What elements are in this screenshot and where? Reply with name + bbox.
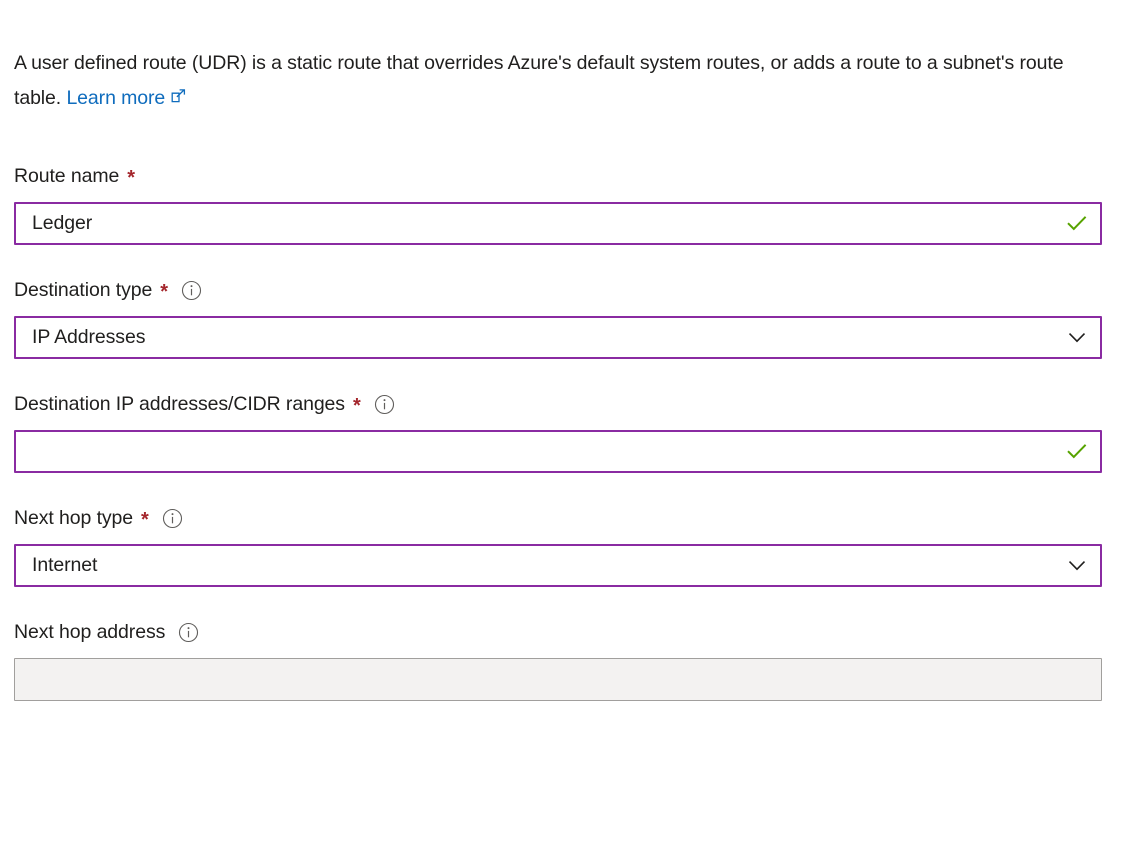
field-destination-ip-addresses: Destination IP addresses/CIDR ranges *: [14, 392, 1108, 473]
description-text: A user defined route (UDR) is a static r…: [14, 51, 1064, 109]
label-destination-type: Destination type *: [14, 278, 1108, 302]
required-asterisk: *: [127, 166, 135, 189]
info-icon[interactable]: [162, 508, 183, 529]
route-name-control[interactable]: [14, 201, 1102, 245]
label-text: Destination IP addresses/CIDR ranges: [14, 392, 345, 415]
label-destination-ip-addresses: Destination IP addresses/CIDR ranges *: [14, 392, 1108, 416]
next-hop-type-select[interactable]: [14, 543, 1102, 587]
destination-ip-addresses-control[interactable]: [14, 429, 1102, 473]
field-next-hop-type: Next hop type *: [14, 506, 1108, 587]
destination-ip-addresses-input[interactable]: [32, 439, 1054, 463]
valid-check-icon: [1054, 432, 1100, 471]
add-route-blade: A user defined route (UDR) is a static r…: [0, 20, 1122, 846]
valid-check-icon: [1054, 204, 1100, 243]
label-text: Next hop type: [14, 506, 134, 529]
label-text: Route name: [14, 164, 120, 187]
label-next-hop-type: Next hop type *: [14, 506, 1108, 530]
route-name-input[interactable]: [32, 211, 1054, 235]
chevron-down-icon[interactable]: [1054, 318, 1100, 357]
destination-type-select[interactable]: [14, 315, 1102, 359]
required-asterisk: *: [352, 394, 361, 417]
info-icon[interactable]: [178, 622, 199, 643]
chevron-down-icon[interactable]: [1054, 546, 1100, 585]
required-asterisk: *: [141, 508, 149, 531]
info-icon[interactable]: [374, 394, 395, 415]
next-hop-type-value[interactable]: [32, 553, 1054, 577]
label-text: Destination type: [14, 278, 153, 301]
next-hop-address-input: [31, 667, 1101, 691]
required-asterisk: *: [160, 280, 168, 303]
route-form: Route name * Destination type *: [14, 164, 1108, 701]
learn-more-link[interactable]: Learn more: [66, 87, 187, 109]
field-destination-type: Destination type *: [14, 278, 1108, 359]
label-text: Next hop address: [14, 620, 166, 643]
label-next-hop-address: Next hop address: [14, 620, 1108, 644]
blade-description: A user defined route (UDR) is a static r…: [14, 20, 1079, 117]
label-route-name: Route name *: [14, 164, 1108, 188]
destination-type-value[interactable]: [32, 325, 1054, 349]
next-hop-address-control: [14, 657, 1102, 701]
info-icon[interactable]: [181, 280, 202, 301]
field-route-name: Route name *: [14, 164, 1108, 245]
field-next-hop-address: Next hop address: [14, 620, 1108, 701]
learn-more-label: Learn more: [66, 86, 166, 109]
external-link-icon: [170, 82, 187, 117]
